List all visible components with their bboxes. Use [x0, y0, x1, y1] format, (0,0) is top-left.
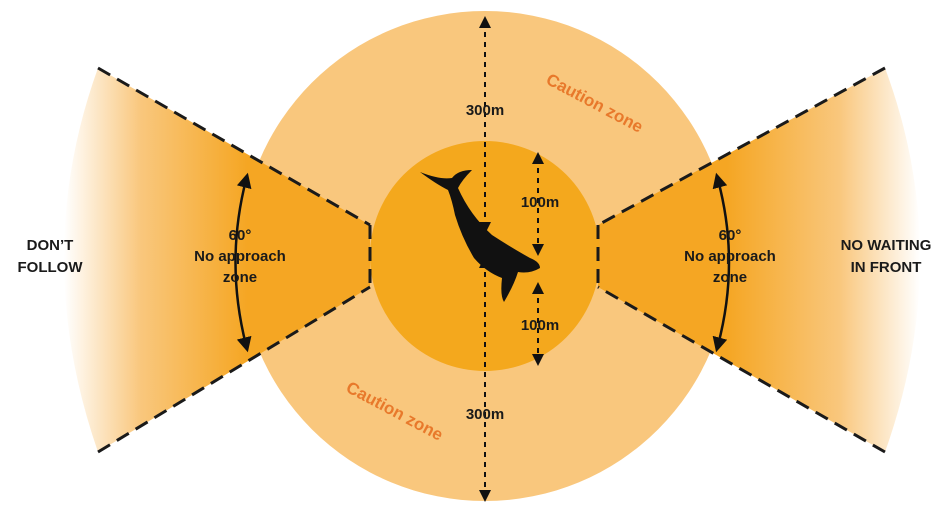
left-sector-line2: No approach — [194, 248, 286, 265]
distance-outer-top-label: 300m — [466, 102, 504, 119]
left-sector-line3: zone — [223, 269, 257, 286]
right-sector-line3: zone — [713, 269, 747, 286]
dont-follow-line2: FOLLOW — [18, 259, 84, 276]
no-waiting-line2: IN FRONT — [851, 259, 922, 276]
right-sector-angle: 60° — [719, 227, 742, 244]
distance-inner-bottom-label: 100m — [521, 317, 559, 334]
left-sector-angle: 60° — [229, 227, 252, 244]
no-waiting-line1: NO WAITING — [841, 237, 932, 254]
dont-follow-line1: DON’T — [27, 237, 74, 254]
distance-outer-bottom-label: 300m — [466, 406, 504, 423]
right-sector-line2: No approach — [684, 248, 776, 265]
distance-inner-top-label: 100m — [521, 194, 559, 211]
